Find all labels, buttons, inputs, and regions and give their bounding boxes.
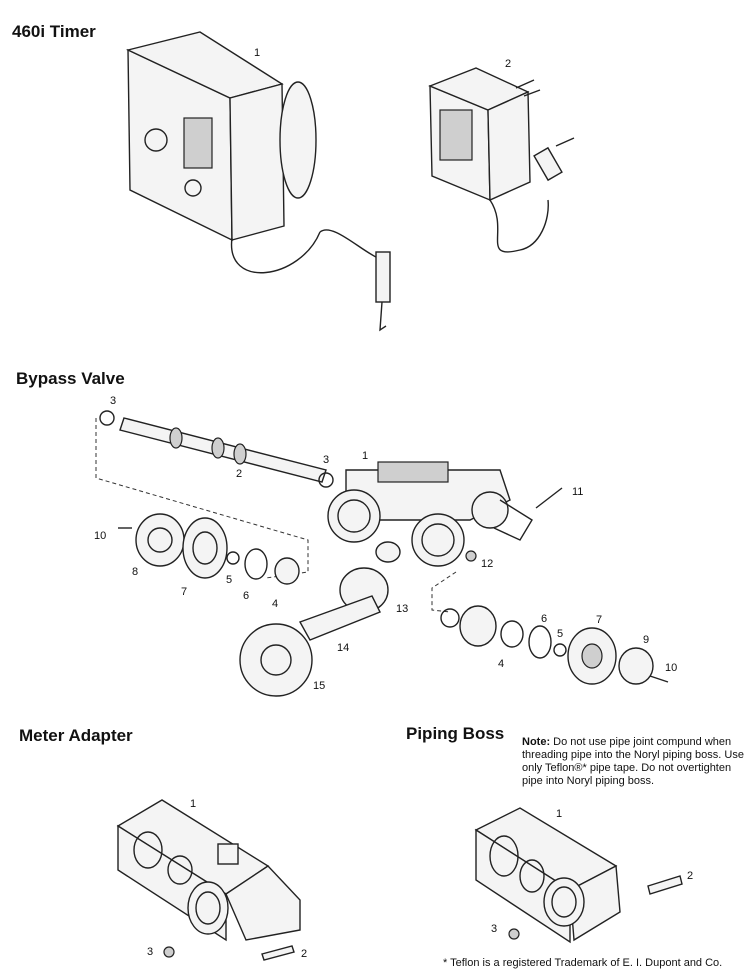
bypass-callout: 8	[132, 566, 139, 578]
power-adapter-drawing	[428, 67, 575, 253]
bypass-callout: 3	[110, 395, 117, 407]
meter-callout: 3	[147, 946, 154, 958]
timer-unit-drawing	[125, 31, 391, 332]
bypass-callout: 10	[665, 662, 678, 674]
meter-adapter-drawing	[116, 799, 301, 961]
bypass-callout: 3	[323, 454, 330, 466]
note-text: Do not use pipe joint compund when threa…	[522, 736, 744, 787]
bypass-callout: 2	[236, 468, 243, 480]
bypass-callout: 6	[541, 613, 548, 625]
bypass-callout: 5	[226, 574, 233, 586]
boss-callout: 1	[556, 808, 563, 820]
bypass-callout: 1	[362, 450, 369, 462]
timer-callout: 1	[254, 47, 261, 59]
bypass-callout: 6	[243, 590, 250, 602]
meter-section-title: Meter Adapter	[19, 726, 133, 745]
bypass-callout: 15	[313, 680, 326, 692]
meter-callout: 1	[190, 798, 197, 810]
bypass-callout: 9	[643, 634, 650, 646]
timer-section-title: 460i Timer	[12, 22, 96, 41]
piping-boss-drawing	[474, 807, 683, 944]
bypass-callout: 10	[94, 530, 107, 542]
teflon-footnote: * Teflon is a registered Trademark of E.…	[443, 957, 723, 969]
piping-boss-note: Note: Do not use pipe joint compund when…	[522, 736, 750, 788]
bypass-callout: 14	[337, 642, 350, 654]
boss-callout: 2	[687, 870, 694, 882]
bypass-callout: 4	[498, 658, 505, 670]
bypass-section-title: Bypass Valve	[16, 369, 125, 388]
timer-callout: 2	[505, 58, 512, 70]
bypass-callout: 11	[572, 486, 584, 498]
meter-callout: 2	[301, 948, 308, 960]
bypass-callout: 5	[557, 628, 564, 640]
note-label: Note:	[522, 736, 551, 748]
boss-callout: 3	[491, 923, 498, 935]
bypass-callout: 12	[481, 558, 494, 570]
bypass-callout: 7	[181, 586, 188, 598]
bypass-callout: 4	[272, 598, 279, 610]
bypass-callout: 13	[396, 603, 409, 615]
bypass-valve-drawing	[95, 410, 669, 697]
bypass-callout: 7	[596, 614, 603, 626]
boss-section-title: Piping Boss	[406, 724, 505, 743]
